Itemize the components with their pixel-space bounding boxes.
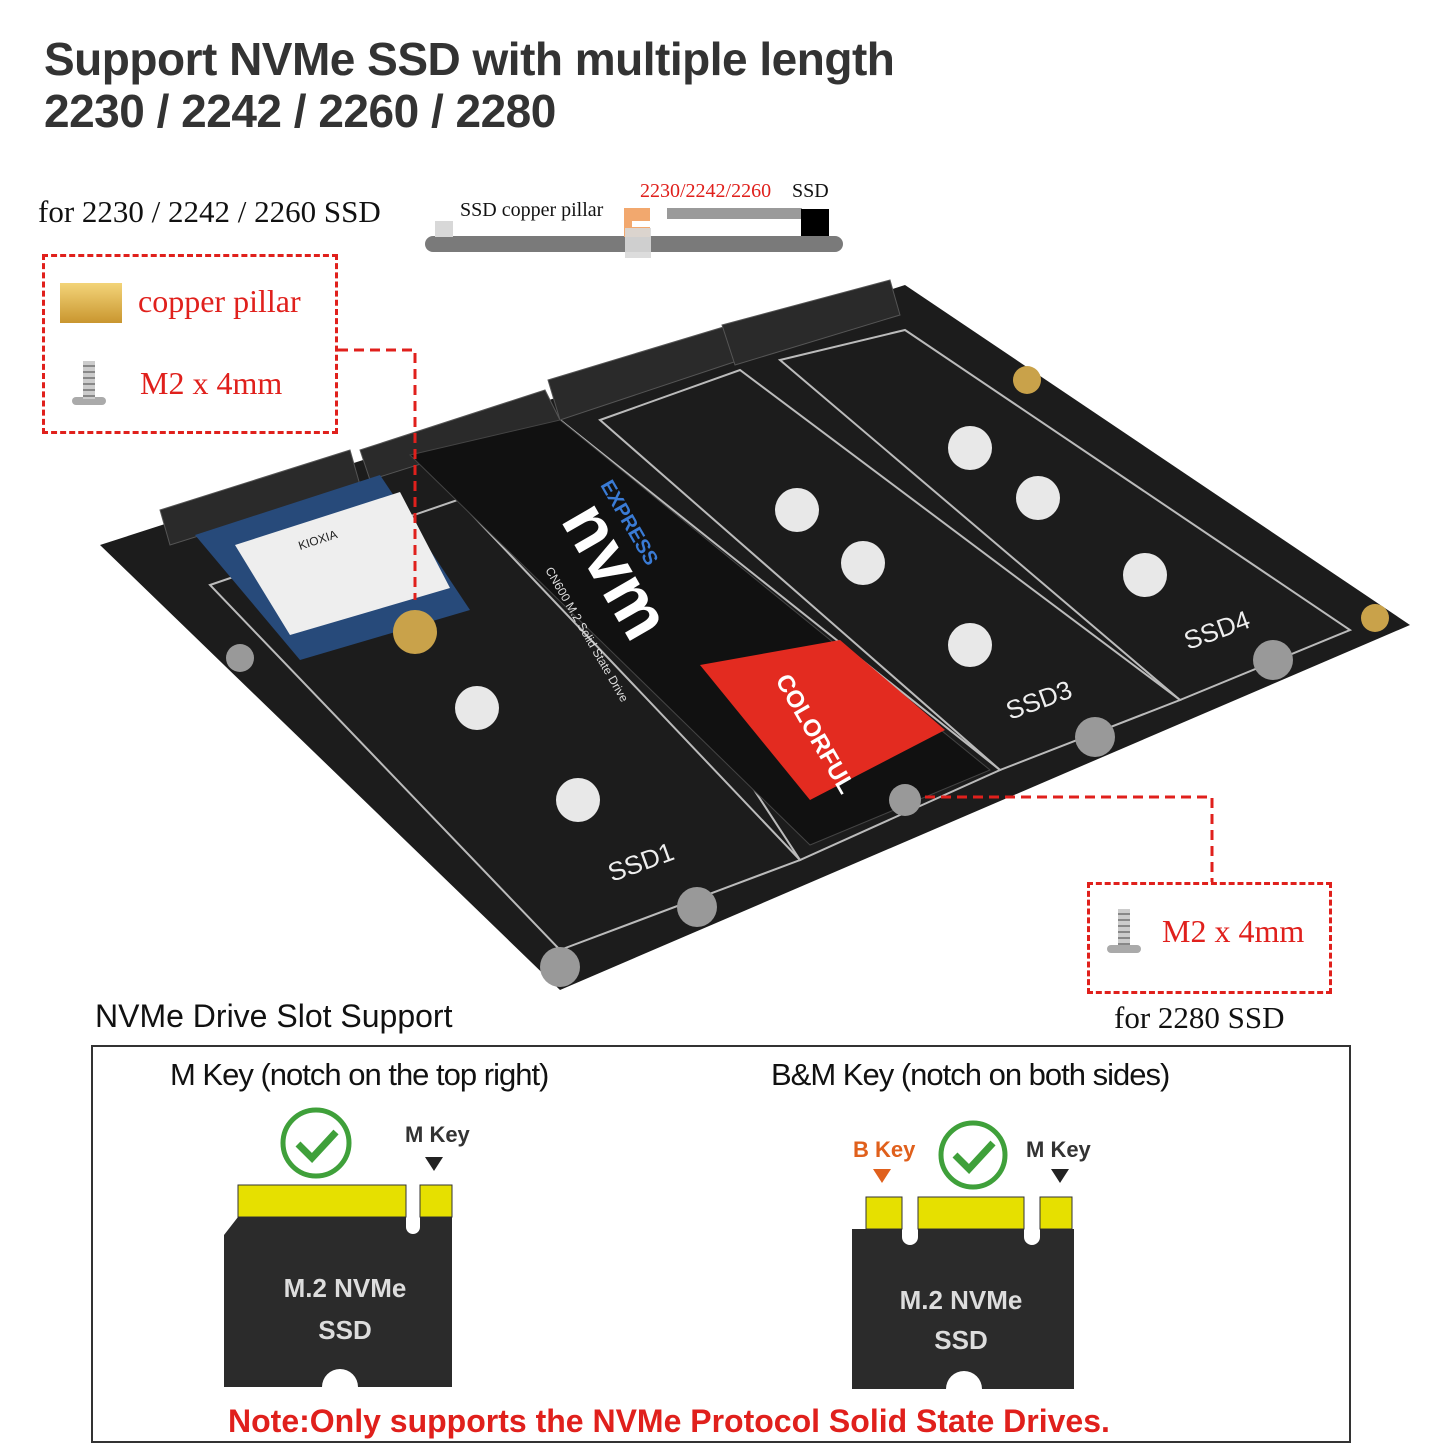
copper-pillar-label: copper pillar — [138, 283, 301, 319]
ssd-size-label: 2230/2242/2260 — [640, 180, 771, 202]
m-key-label: M Key — [405, 1122, 471, 1147]
screw-label-left: M2 x 4mm — [140, 365, 283, 401]
screw-label-right: M2 x 4mm — [1162, 913, 1305, 949]
bm-m-key-label: M Key — [1026, 1137, 1092, 1162]
board-illustration: KIOXIA nvm EXPRESS CN600 M.2 Solid State… — [100, 279, 1410, 990]
ssd-2230-sticker — [235, 492, 450, 635]
check-circle-icon — [938, 1120, 1008, 1190]
gold-fingers-m — [419, 1184, 453, 1218]
b-key-arrow-icon — [873, 1169, 891, 1183]
parts-box-right: M2 x 4mm — [1087, 882, 1332, 994]
gold-fingers-main — [917, 1196, 1025, 1230]
gold-fingers-m — [1039, 1196, 1073, 1230]
checkmark-icon — [952, 1140, 996, 1175]
copper-pillar-installed — [393, 610, 437, 654]
m2-connector — [801, 209, 829, 236]
standoff-left — [435, 221, 453, 237]
checkmark-icon — [295, 1129, 339, 1164]
ssd-2280-red-label — [700, 640, 945, 800]
bm-key-title: B&M Key (notch on both sides) — [771, 1057, 1170, 1092]
bm-key-chip-line2: SSD — [934, 1325, 987, 1355]
copper-pillar-icon — [60, 283, 122, 323]
ssd-bar — [667, 208, 802, 219]
nvme-only-note: Note:Only supports the NVMe Protocol Sol… — [228, 1403, 1110, 1439]
m-key-arrow-icon — [1051, 1169, 1069, 1183]
short-ssd-caption: for 2230 / 2242 / 2260 SSD — [38, 194, 381, 229]
m-key-arrow-icon — [425, 1157, 443, 1171]
slot-support-heading: NVMe Drive Slot Support — [95, 998, 453, 1034]
ssd-label: SSD — [792, 180, 829, 202]
screw-icon — [72, 361, 106, 407]
bm-key-diagram: B Key M Key M.2 NVMe SSD — [852, 1120, 1092, 1389]
m2-socket-4 — [721, 279, 901, 366]
page-title-line2: 2230 / 2242 / 2260 / 2280 — [44, 85, 556, 137]
bm-key-chip-line1: M.2 NVMe — [900, 1285, 1023, 1315]
screw-icon — [1107, 909, 1141, 955]
m-key-diagram: M Key M.2 NVMe SSD — [224, 1107, 471, 1387]
callout-line-left — [338, 348, 417, 600]
mount-diagram: SSD copper pillar 2230/2242/2260 SSD — [425, 180, 843, 258]
check-circle-icon — [280, 1107, 352, 1179]
parts-box-left: copper pillar M2 x 4mm — [42, 254, 338, 434]
pillar-label: SSD copper pillar — [460, 199, 604, 221]
m-key-chip-line2: SSD — [318, 1315, 371, 1345]
slot-support-panel: M Key (notch on the top right) B&M Key (… — [91, 1045, 1351, 1443]
ssd-body — [852, 1229, 1074, 1389]
callout-line-right — [925, 795, 1214, 882]
ssd-body — [224, 1217, 452, 1387]
b-key-label: B Key — [853, 1137, 916, 1162]
page-title-line1: Support NVMe SSD with multiple length — [44, 33, 895, 85]
m-key-chip-line1: M.2 NVMe — [284, 1273, 407, 1303]
screw-shape — [625, 228, 651, 258]
m-key-title: M Key (notch on the top right) — [170, 1057, 549, 1092]
long-ssd-caption: for 2280 SSD — [1114, 1000, 1285, 1035]
gold-fingers-b — [865, 1196, 903, 1230]
slot-outline-ssd4 — [777, 328, 1353, 702]
gold-fingers-main — [237, 1184, 407, 1218]
